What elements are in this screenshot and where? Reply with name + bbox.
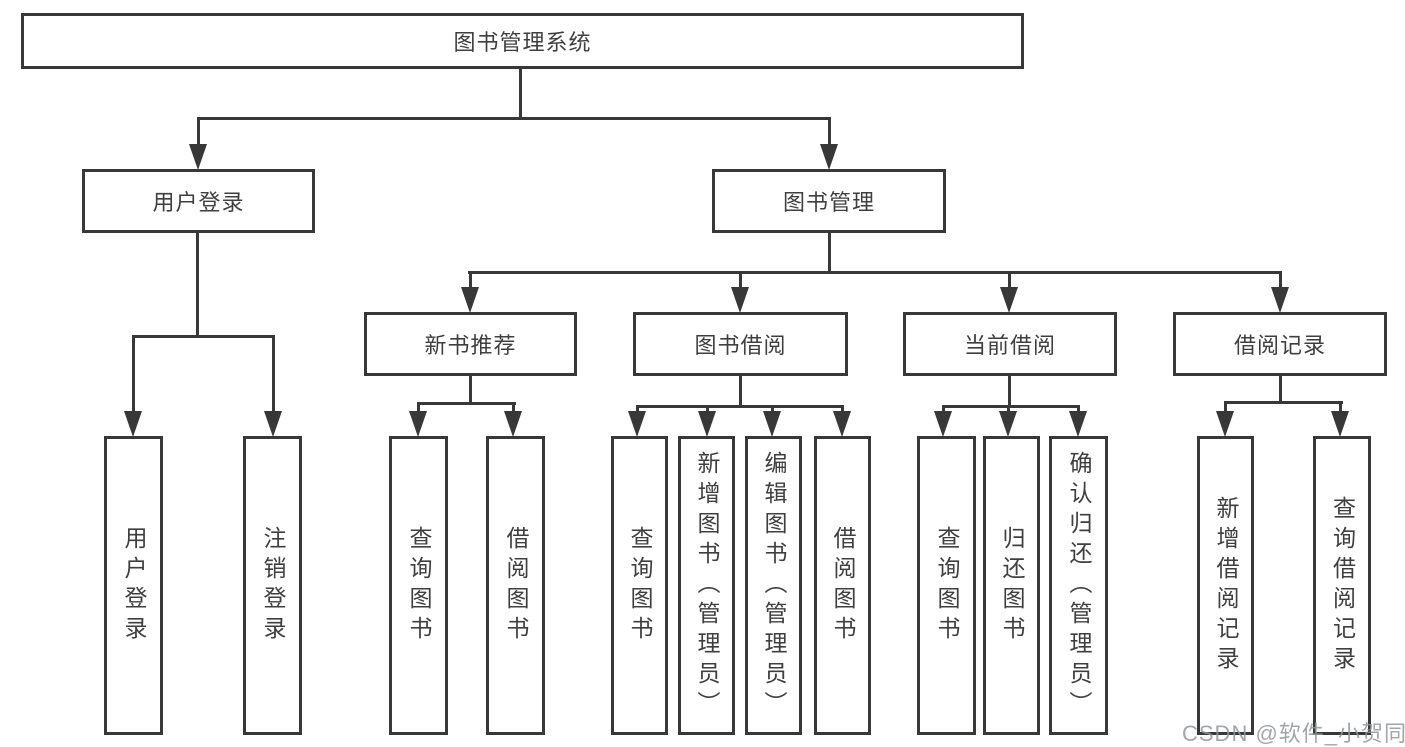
connector-vline <box>942 407 945 414</box>
connector-hline <box>942 405 1080 408</box>
connector-vline <box>197 119 200 146</box>
connector-vline <box>739 376 742 407</box>
connector-vline <box>272 337 275 413</box>
connector-vline <box>1339 403 1342 414</box>
arrowhead-icon <box>833 411 851 437</box>
connector-vline <box>828 233 831 273</box>
arrowhead-icon <box>124 411 142 437</box>
connector-vline <box>469 273 472 289</box>
leaf-records-query-record: 查询借阅记录 <box>1313 436 1371 735</box>
arrowhead-icon <box>1331 411 1349 437</box>
connector-vline <box>1279 273 1282 289</box>
node-borrowing-records: 借阅记录 <box>1173 312 1387 376</box>
leaf-recommend-query-books: 查询图书 <box>389 436 448 735</box>
arrowhead-icon <box>763 411 781 437</box>
arrowhead-icon <box>264 411 282 437</box>
arrowhead-icon <box>1000 287 1018 313</box>
connector-vline <box>196 233 199 337</box>
connector-vline <box>1008 273 1011 289</box>
leaf-borrowing-query-books: 查询图书 <box>611 436 668 735</box>
arrowhead-icon <box>1069 411 1087 437</box>
connector-vline <box>1279 376 1282 403</box>
connector-vline <box>1224 403 1227 414</box>
leaf-logout: 注销登录 <box>243 436 302 735</box>
connector-hline <box>468 271 1282 274</box>
node-user-login: 用户登录 <box>82 169 315 233</box>
connector-hline <box>132 335 275 338</box>
arrowhead-icon <box>820 144 838 170</box>
arrowhead-icon <box>934 411 952 437</box>
arrowhead-icon <box>409 411 427 437</box>
node-book-management: 图书管理 <box>712 169 946 233</box>
leaf-current-return-books: 归还图书 <box>983 436 1040 735</box>
connector-vline <box>1008 376 1011 407</box>
connector-vline <box>828 119 831 146</box>
node-book-borrowing: 图书借阅 <box>633 312 848 376</box>
connector-vline <box>739 273 742 289</box>
arrowhead-icon <box>698 411 716 437</box>
arrowhead-icon <box>999 411 1017 437</box>
connector-hline <box>1224 401 1343 404</box>
connector-vline <box>771 407 774 414</box>
node-library-management-system: 图书管理系统 <box>21 13 1024 69</box>
connector-vline <box>841 407 844 414</box>
connector-hline <box>197 117 831 120</box>
node-current-borrowing: 当前借阅 <box>903 312 1117 376</box>
connector-vline <box>469 376 472 404</box>
csdn-watermark: CSDN @软件_小贺同学 <box>1182 721 1405 746</box>
leaf-borrowing-add-books-admin: 新增图书（管理员） <box>678 436 735 735</box>
leaf-current-query-books: 查询图书 <box>917 436 976 735</box>
arrowhead-icon <box>628 411 646 437</box>
connector-vline <box>417 404 420 414</box>
leaf-records-add-record: 新增借阅记录 <box>1197 436 1254 735</box>
connector-vline <box>1077 407 1080 414</box>
connector-vline <box>512 404 515 414</box>
connector-vline <box>132 337 135 413</box>
arrowhead-icon <box>461 287 479 313</box>
arrowhead-icon <box>1216 411 1234 437</box>
connector-hline <box>636 405 844 408</box>
leaf-borrowing-borrow-books: 借阅图书 <box>814 436 871 735</box>
arrowhead-icon <box>504 411 522 437</box>
connector-vline <box>519 68 522 120</box>
connector-vline <box>636 407 639 414</box>
leaf-borrowing-edit-books-admin: 编辑图书（管理员） <box>745 436 802 735</box>
connector-vline <box>706 407 709 414</box>
leaf-user-login: 用户登录 <box>104 436 163 735</box>
arrowhead-icon <box>1271 287 1289 313</box>
arrowhead-icon <box>731 287 749 313</box>
connector-hline <box>417 402 516 405</box>
leaf-recommend-borrow-books: 借阅图书 <box>486 436 545 735</box>
node-new-book-recommendation: 新书推荐 <box>364 312 577 376</box>
connector-vline <box>1007 407 1010 414</box>
leaf-current-confirm-return-admin: 确认归还（管理员） <box>1049 436 1108 735</box>
arrowhead-icon <box>189 144 207 170</box>
